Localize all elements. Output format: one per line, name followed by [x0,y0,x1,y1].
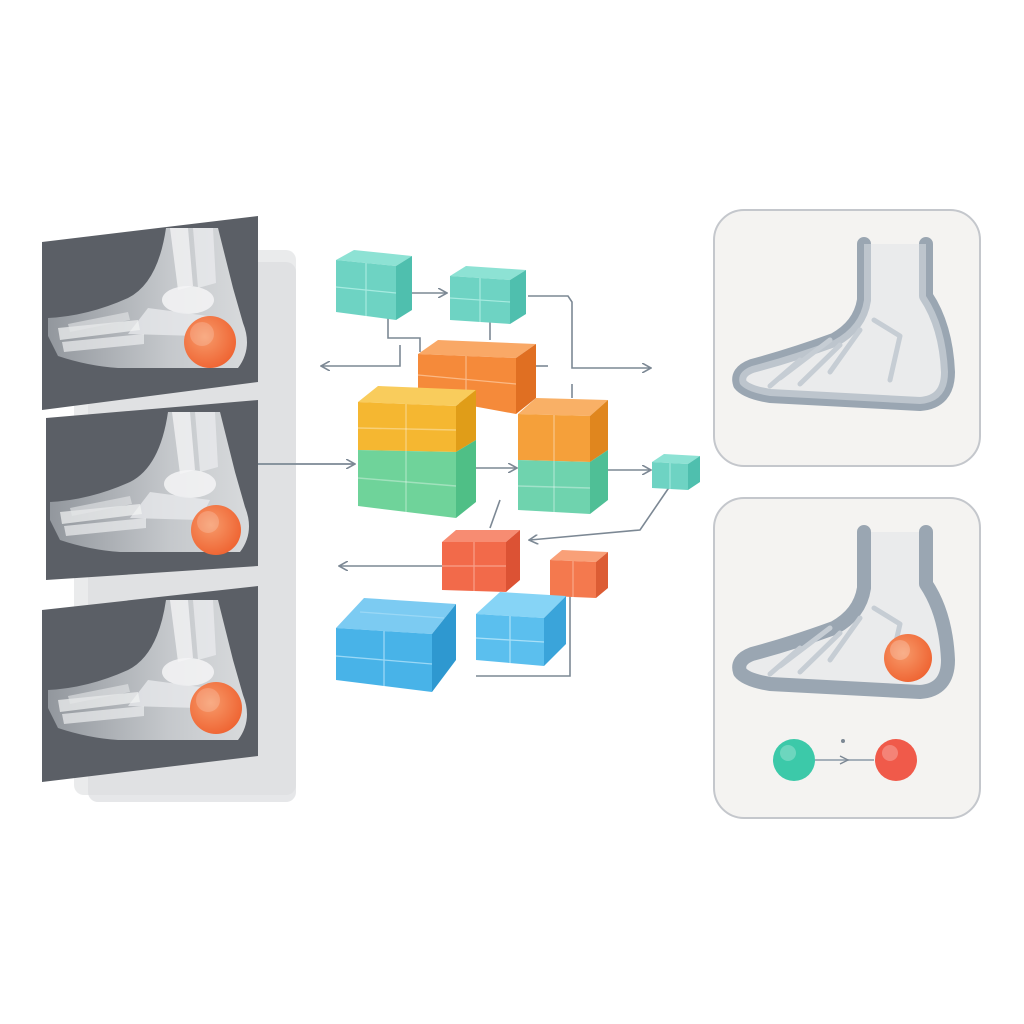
network-blocks [322,250,700,692]
output-cards [713,209,981,819]
yellow-green-block-large [357,386,476,518]
teal-block-small [652,454,700,490]
blue-block-a [335,598,456,692]
xray-frame-2 [46,400,258,580]
red-block-b [550,550,608,598]
xray-frame-1 [42,216,258,410]
teal-node-icon [773,739,815,781]
lesion-marker [190,682,242,734]
red-block-a [442,530,520,592]
output-card-normal [713,209,981,467]
foot-outline-icon [732,237,955,411]
lesion-marker [884,634,932,682]
blue-block-b [475,592,566,666]
red-node-icon [875,739,917,781]
teal-block-a [335,250,412,320]
legend-nodes [773,739,917,781]
input-xray-stack [42,216,296,802]
output-card-lesion [713,497,981,819]
lesion-marker [184,316,236,368]
teal-block-b [449,266,526,324]
lesion-marker [191,505,241,555]
orange-block-top [417,340,536,414]
orange-green-block [517,398,608,514]
xray-frame-3 [42,586,258,782]
connectors [322,293,671,677]
